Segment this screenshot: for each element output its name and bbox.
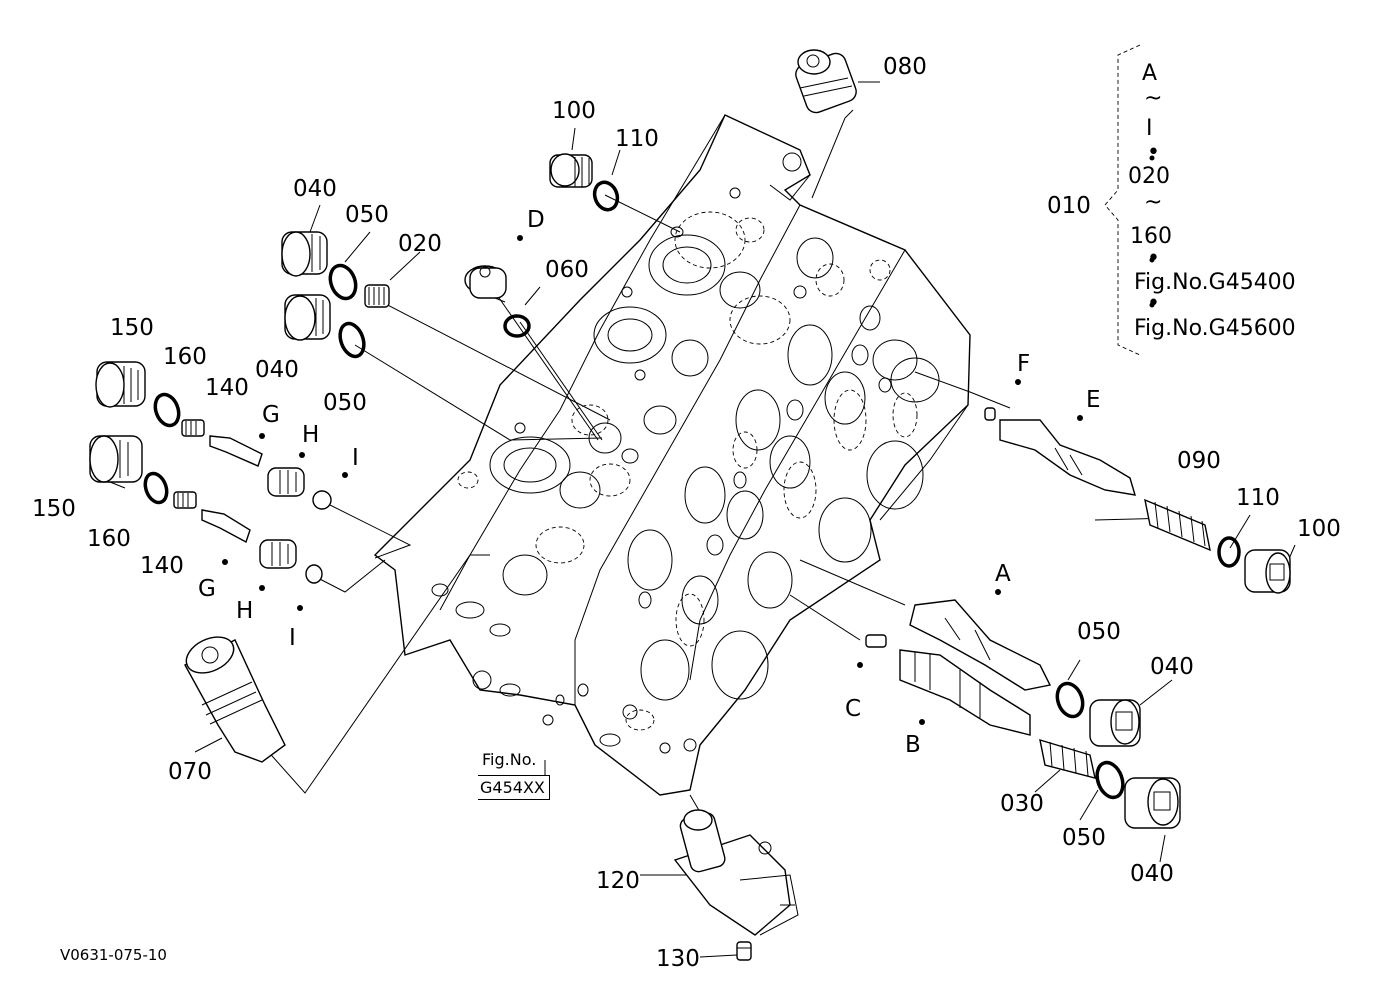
callout-050-d: 050	[1062, 825, 1106, 851]
callout-A: A	[995, 561, 1011, 587]
assembly-key-label: 010	[1047, 193, 1091, 219]
assembly-key-line: ~	[1144, 190, 1163, 215]
part-140-spring-b	[173, 491, 197, 509]
part-130-bolt	[736, 941, 752, 961]
callout-150-b: 150	[32, 496, 76, 522]
callout-C: C	[845, 696, 862, 722]
part-070-solenoid	[184, 636, 286, 763]
part-F-pin	[984, 407, 996, 421]
part-160-oring-b	[143, 471, 169, 505]
callout-D: D	[527, 207, 545, 233]
part-150-plug-a	[95, 361, 146, 408]
part-A-spool	[909, 599, 1052, 691]
callout-E: E	[1086, 387, 1101, 413]
part-D-check-valve	[464, 265, 507, 303]
part-I-ring-a	[312, 490, 332, 510]
callout-160-b: 160	[87, 526, 131, 552]
callout-040-d: 040	[1130, 861, 1174, 887]
callout-030: 030	[1000, 791, 1044, 817]
part-090-spring	[1144, 498, 1211, 552]
assembly-key-line: •	[1147, 291, 1160, 316]
assembly-key-line: Fig.No.G45400	[1134, 270, 1296, 295]
part-G-poppet-a	[209, 435, 263, 467]
part-150-plug-b	[89, 435, 143, 483]
part-040-plug-b	[284, 294, 331, 341]
assembly-bracket	[1104, 44, 1141, 356]
part-050-oring-b	[338, 321, 366, 359]
assembly-key-line: A	[1142, 61, 1158, 86]
part-050-oring-d	[1095, 760, 1125, 800]
part-040-plug-c	[1089, 699, 1141, 747]
part-050-oring-c	[1055, 681, 1085, 719]
assembly-key-line: ~	[1144, 86, 1163, 111]
figure-ref-line1: Fig.No.	[482, 750, 537, 769]
part-040-plug-d	[1124, 777, 1181, 829]
callout-100-top: 100	[552, 98, 596, 124]
callout-H-a: H	[302, 422, 320, 448]
valve-body	[373, 114, 971, 796]
assembly-key-line: •	[1147, 140, 1160, 165]
part-020-spring	[364, 284, 390, 308]
part-060-oring	[503, 314, 531, 338]
part-H-seat-a	[267, 467, 305, 497]
part-050-oring-a	[328, 263, 358, 301]
part-160-oring-a	[153, 392, 181, 428]
assembly-key-line: •	[1147, 246, 1160, 271]
part-I-ring-b	[305, 564, 323, 584]
callout-F: F	[1017, 351, 1031, 377]
callout-I-b: I	[289, 625, 296, 651]
part-H-seat-b	[259, 539, 297, 569]
callout-050-b: 050	[323, 390, 367, 416]
part-120-solenoid-valve	[673, 809, 799, 936]
part-040-plug-a	[281, 231, 328, 277]
callout-I-a: I	[352, 445, 359, 471]
part-080-relief-valve	[795, 49, 857, 114]
callout-110-top: 110	[615, 126, 659, 152]
part-140-spring-a	[181, 419, 205, 437]
callout-050-a: 050	[345, 202, 389, 228]
part-110-oring-right	[1217, 536, 1241, 568]
callout-dots	[222, 155, 1155, 725]
part-B-spool	[899, 649, 1031, 736]
callout-040-b: 040	[255, 357, 299, 383]
callout-020: 020	[398, 231, 442, 257]
callout-130: 130	[656, 946, 700, 972]
callout-G-a: G	[262, 402, 280, 428]
figure-ref-line2: G454XX	[478, 775, 550, 801]
callout-100-right: 100	[1297, 516, 1341, 542]
callout-110-right: 110	[1236, 485, 1280, 511]
assembly-key-line: I	[1146, 116, 1153, 141]
callout-090: 090	[1177, 448, 1221, 474]
part-G-poppet-b	[201, 509, 251, 544]
callout-140-b: 140	[140, 553, 184, 579]
part-100-plug-top	[549, 153, 593, 188]
assembly-key-line: 020	[1128, 164, 1170, 189]
callout-050-c: 050	[1077, 619, 1121, 645]
callout-B: B	[905, 732, 921, 758]
part-100-plug-right	[1244, 549, 1291, 594]
callout-060: 060	[545, 257, 589, 283]
part-C-pin	[865, 634, 887, 648]
callout-H-b: H	[236, 598, 254, 624]
callout-120: 120	[596, 868, 640, 894]
leader-lines	[104, 81, 1296, 958]
callout-G-b: G	[198, 576, 216, 602]
drawing-code: V0631-075-10	[60, 946, 167, 964]
part-030-spring	[1039, 738, 1096, 779]
callout-150-a: 150	[110, 315, 154, 341]
callout-160-a: 160	[163, 344, 207, 370]
part-110-oring-top	[592, 180, 620, 212]
callout-140-a: 140	[205, 375, 249, 401]
callout-070: 070	[168, 759, 212, 785]
callout-080: 080	[883, 54, 927, 80]
assembly-key-line: Fig.No.G45600	[1134, 316, 1296, 341]
callout-040-c: 040	[1150, 654, 1194, 680]
assembly-key-line: 160	[1130, 224, 1172, 249]
part-E-spool-right	[999, 419, 1136, 496]
callout-040-a: 040	[293, 176, 337, 202]
